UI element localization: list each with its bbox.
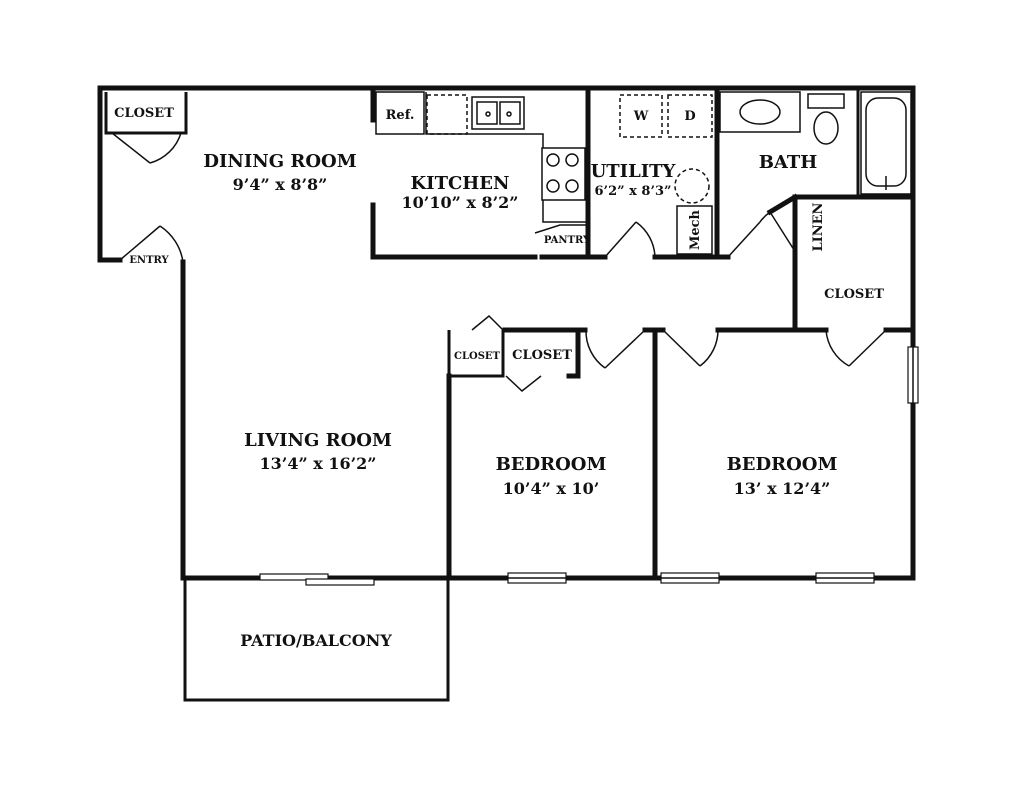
entry-label: ENTRY	[129, 255, 169, 266]
sink-icon	[739, 99, 781, 125]
vanity	[719, 91, 801, 133]
water-heater-icon	[674, 168, 710, 204]
linen-label: LINEN	[811, 202, 826, 251]
pantry-label: PANTRY	[544, 235, 591, 246]
closet-entry-label: CLOSET	[114, 106, 174, 121]
small-closet-label: CLOSET	[454, 351, 501, 362]
washer-label: W	[633, 109, 649, 124]
kitchen-size: 10’10” x 8’2”	[401, 193, 518, 212]
dining-room-name: DINING ROOM	[203, 151, 356, 172]
bath-fixtures	[719, 91, 912, 195]
utility-size: 6’2” x 8’3”	[595, 184, 672, 199]
washer	[619, 94, 663, 138]
bedroom2-size: 13’ x 12’4”	[734, 479, 831, 498]
mech-label: Mech	[688, 209, 703, 250]
utility-name: UTILITY	[591, 161, 677, 182]
mech-closet	[676, 205, 713, 255]
dryer-label: D	[684, 109, 695, 124]
windows	[259, 346, 919, 586]
toilet-icon	[813, 111, 839, 145]
kitchen-name: KITCHEN	[411, 173, 510, 194]
dryer	[667, 94, 713, 138]
living-room-size: 13’4” x 16’2”	[259, 454, 376, 473]
utility-fixtures	[619, 94, 713, 255]
refrigerator	[375, 91, 425, 135]
dining-room-size: 9’4” x 8’8”	[233, 175, 328, 194]
patio-name: PATIO/BALCONY	[240, 631, 392, 650]
patio-outline	[183, 580, 450, 702]
interior-walls	[104, 85, 916, 581]
bedroom2-name: BEDROOM	[727, 454, 838, 475]
bedroom1-size: 10’4” x 10’	[503, 479, 600, 498]
doors	[111, 132, 887, 392]
bedroom1-closet-label: CLOSET	[512, 348, 572, 363]
bath-name: BATH	[759, 152, 818, 173]
hall-closet-label: CLOSET	[824, 287, 884, 302]
living-room-name: LIVING ROOM	[244, 430, 392, 451]
refrigerator-label: Ref.	[386, 108, 415, 123]
bedroom1-name: BEDROOM	[496, 454, 607, 475]
kitchen-fixtures	[375, 91, 588, 234]
